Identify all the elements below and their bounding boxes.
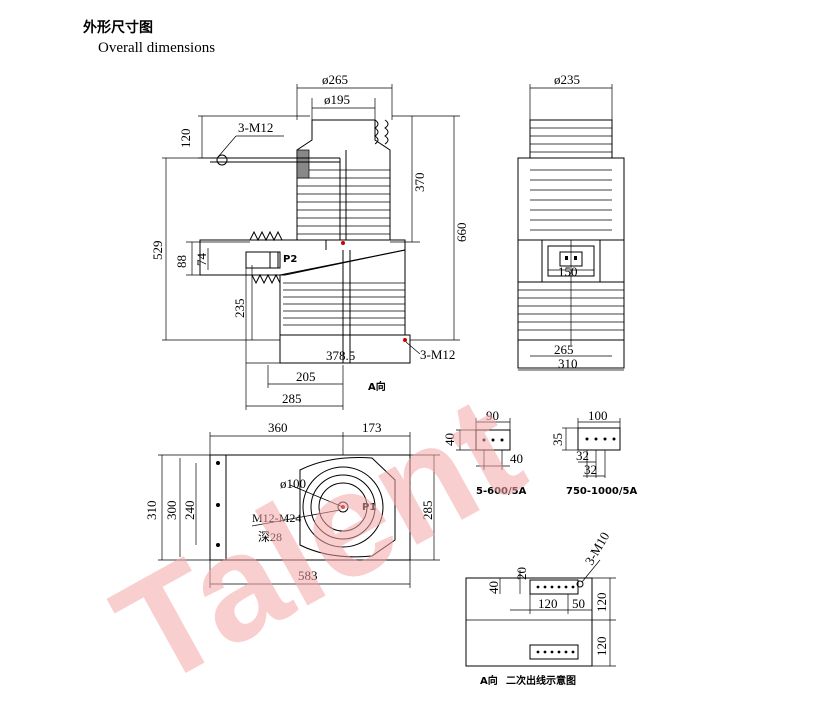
dim-plan-583: 583 (298, 568, 318, 583)
dim-large-32b: 32 (584, 462, 597, 477)
dim-d265: ø265 (322, 72, 348, 87)
dim-plan-240: 240 (182, 501, 197, 521)
label-p1: P1 (362, 502, 376, 513)
a-view: 3-M10 40 20 120 50 120 120 A向 二次出线示意图 (465, 529, 616, 687)
dim-plan-285: 285 (420, 501, 435, 521)
dim-660: 660 (454, 223, 469, 243)
watermark-logo: Talent (89, 362, 547, 718)
dim-plan-310: 310 (144, 501, 159, 521)
caption-a-view-cn: 二次出线示意图 (506, 674, 576, 687)
dim-side-d235: ø235 (554, 72, 580, 87)
label-p2: P2 (283, 254, 297, 265)
dim-side-265: 265 (554, 342, 574, 357)
dim-a-120b: 120 (594, 593, 609, 613)
dim-529: 529 (150, 241, 165, 261)
front-view: ø265 ø195 120 3-M12 (150, 72, 469, 410)
dim-285: 285 (282, 391, 302, 406)
depth-plan: 深28 (258, 530, 282, 544)
dim-d195: ø195 (324, 92, 350, 107)
dim-a-120a: 120 (538, 596, 558, 611)
dim-88: 88 (174, 255, 189, 268)
thread-a-view: 3-M10 (582, 529, 613, 567)
dim-378-5: 378.5 (326, 348, 355, 363)
dim-side-150: 150 (558, 264, 578, 279)
svg-text:Talent: Talent (89, 362, 547, 718)
dim-120: 120 (178, 129, 193, 149)
thread-label-bottom: 3-M12 (420, 347, 455, 362)
thread-plan: M12-M24 (252, 511, 301, 525)
dim-235: 235 (232, 299, 247, 319)
dim-plan-300: 300 (164, 501, 179, 521)
dim-a-50: 50 (572, 596, 585, 611)
dim-plan-173: 173 (362, 420, 382, 435)
dim-large-100: 100 (588, 408, 608, 423)
title-chinese: 外形尺寸图 (83, 20, 153, 36)
dim-a-20: 20 (514, 567, 529, 580)
dim-74: 74 (194, 253, 209, 267)
dim-large-35: 35 (550, 433, 565, 446)
dim-370: 370 (412, 173, 427, 193)
terminal-large: 100 35 32 32 750-1000/5A (550, 408, 637, 497)
dim-large-32a: 32 (576, 448, 589, 463)
thread-label-top: 3-M12 (238, 120, 273, 135)
dim-plan-d100: ø100 (280, 476, 306, 491)
caption-large: 750-1000/5A (566, 486, 637, 497)
arrow-a-label: A向 (368, 380, 386, 393)
caption-a-view: A向 (480, 674, 498, 687)
dim-a-40: 40 (486, 581, 501, 594)
plan-view: 360 173 310 300 240 ø100 P1 M12-M24 深28 … (144, 420, 440, 588)
terminal-small: 90 40 40 5-600/5A (442, 408, 527, 497)
dim-small-90: 90 (486, 408, 499, 423)
caption-small: 5-600/5A (476, 486, 527, 497)
dim-plan-360: 360 (268, 420, 288, 435)
dim-205: 205 (296, 369, 316, 384)
dim-small-40b: 40 (510, 451, 523, 466)
side-view: ø235 150 (517, 72, 625, 371)
dim-side-310: 310 (558, 356, 578, 371)
dim-a-120c: 120 (594, 637, 609, 657)
title-english: Overall dimensions (98, 40, 216, 56)
dim-small-40a: 40 (442, 433, 457, 446)
